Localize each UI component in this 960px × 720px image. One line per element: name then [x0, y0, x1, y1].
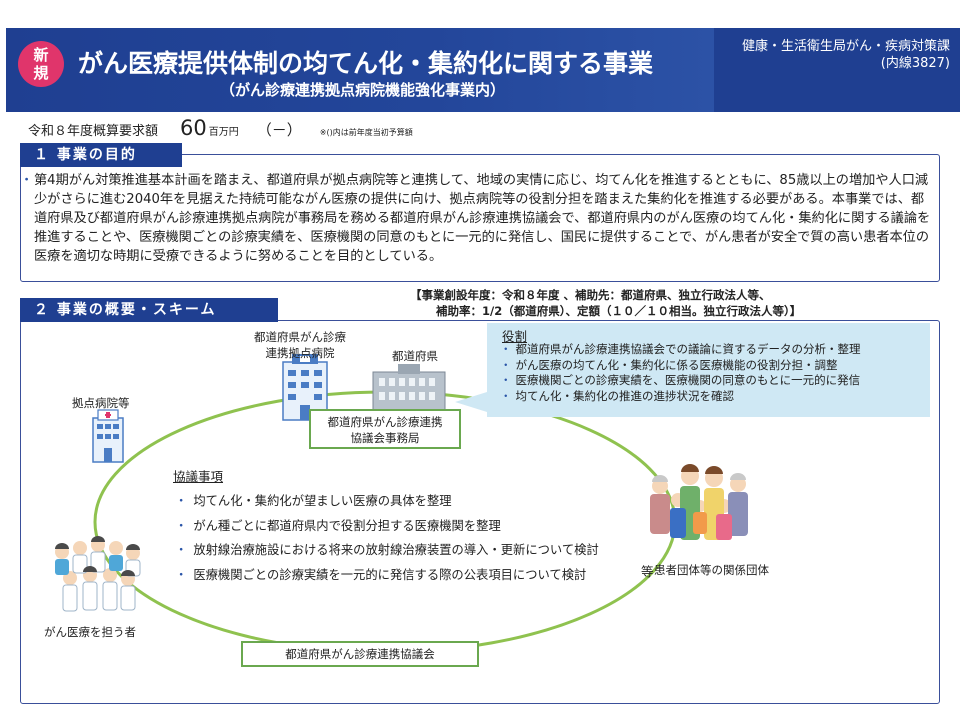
list-item: がん種ごとに都道府県内で役割分担する医療機関を整理: [175, 514, 599, 539]
list-item: 均てん化・集約化が望ましい医療の具体を整理: [175, 489, 599, 514]
list-item: 放射線治療施設における将来の放射線治療装置の導入・更新について検討: [175, 538, 598, 563]
council-office-box: 都道府県がん診療連携 協議会事務局: [309, 409, 461, 449]
purpose-body: 第4期がん対策推進基本計画を踏まえ、都道府県が拠点病院等と連携して、地域の実情に…: [34, 173, 931, 264]
budget-line: 令和８年度概算要求額 60 百万円 （－） ※()内は前年度当初予算額: [28, 116, 413, 140]
header-band: [6, 28, 714, 112]
agenda-etc: 等: [641, 564, 654, 579]
bullet-icon: ・: [20, 173, 34, 188]
budget-label: 令和８年度概算要求額: [28, 124, 159, 139]
budget-previous: （－）: [256, 121, 302, 139]
hospitals-label: 拠点病院等: [72, 396, 130, 410]
hospital-icon: [92, 409, 124, 463]
patients-label: 患者団体等の関係団体: [654, 563, 769, 577]
list-item: 均てん化・集約化の推進の進捗状況を確認: [500, 389, 861, 405]
prefecture-label: 都道府県: [392, 349, 438, 363]
scheme-note-line2: 補助率：1/2（都道府県）、定額（１０／１０相当。独立行政法人等）】: [436, 304, 802, 318]
new-badge: 新規: [18, 41, 64, 87]
medical-staff-icon: [55, 536, 141, 612]
list-item: 都道府県がん診療連携協議会での議論に資するデータの分析・整理: [500, 342, 861, 358]
budget-amount: 60: [180, 116, 207, 140]
council-office-line2: 協議会事務局: [350, 431, 420, 445]
section1-title: １ 事業の目的: [20, 143, 182, 167]
page-title: がん医療提供体制の均てん化・集約化に関する事業: [78, 49, 654, 78]
scheme-note-line1: 【事業創設年度：令和８年度 、補助先：都道府県、独立行政法人等、: [410, 288, 771, 302]
agenda-title: 協議事項: [173, 469, 224, 484]
base-hospital-label-line1: 都道府県がん診療: [254, 330, 346, 344]
base-hospital-icon: [282, 354, 328, 421]
purpose-box: [20, 154, 940, 282]
new-badge-text: 新規: [33, 46, 49, 82]
providers-label: がん医療を担う者: [44, 625, 136, 639]
budget-note: ※()内は前年度当初予算額: [319, 128, 413, 137]
section2-title: ２ 事業の概要・スキーム: [20, 298, 278, 322]
list-item: がん医療の均てん化・集約化に係る医療機能の役割分担・調整: [500, 358, 861, 374]
roles-list: 都道府県がん診療連携協議会での議論に資するデータの分析・整理 がん医療の均てん化…: [500, 342, 861, 404]
roles-pointer: [455, 392, 487, 412]
department: 健康・生活衛生局がん・疾病対策課 (内線3827): [742, 38, 950, 72]
scheme-note: 【事業創設年度：令和８年度 、補助先：都道府県、独立行政法人等、 補助率：1/2…: [410, 287, 801, 319]
base-hospital-label: 都道府県がん診療 連携拠点病院: [254, 329, 346, 361]
agenda-list: 均てん化・集約化が望ましい医療の具体を整理 がん種ごとに都道府県内で役割分担する…: [175, 489, 599, 588]
council-box: 都道府県がん診療連携協議会: [241, 641, 479, 667]
roles-title: 役割: [502, 329, 528, 344]
scheme-box: [20, 320, 940, 704]
header-band-right: [714, 28, 960, 112]
page-subtitle: （がん診療連携拠点病院機能強化事業内）: [220, 81, 506, 99]
department-name: 健康・生活衛生局がん・疾病対策課: [741, 39, 950, 54]
purpose-text: ・ 第4期がん対策推進基本計画を踏まえ、都道府県が拠点病院等と連携して、地域の実…: [20, 171, 934, 266]
header: 新規 がん医療提供体制の均てん化・集約化に関する事業 （がん診療連携拠点病院機能…: [0, 0, 960, 112]
council-office-line1: 都道府県がん診療連携: [327, 415, 443, 429]
list-item: 医療機関ごとの診療実績を、医療機関の同意のもとに一元的に発信: [500, 373, 861, 389]
list-item: 医療機関ごとの診療実績を一元的に発信する際の公表項目について検討: [175, 563, 599, 588]
patient-family-icon: [650, 464, 748, 540]
budget-unit: 百万円: [208, 127, 239, 138]
base-hospital-label-line2: 連携拠点病院: [265, 346, 335, 360]
prefecture-building-icon: [372, 364, 446, 415]
department-extension: (内線3827): [880, 56, 950, 71]
